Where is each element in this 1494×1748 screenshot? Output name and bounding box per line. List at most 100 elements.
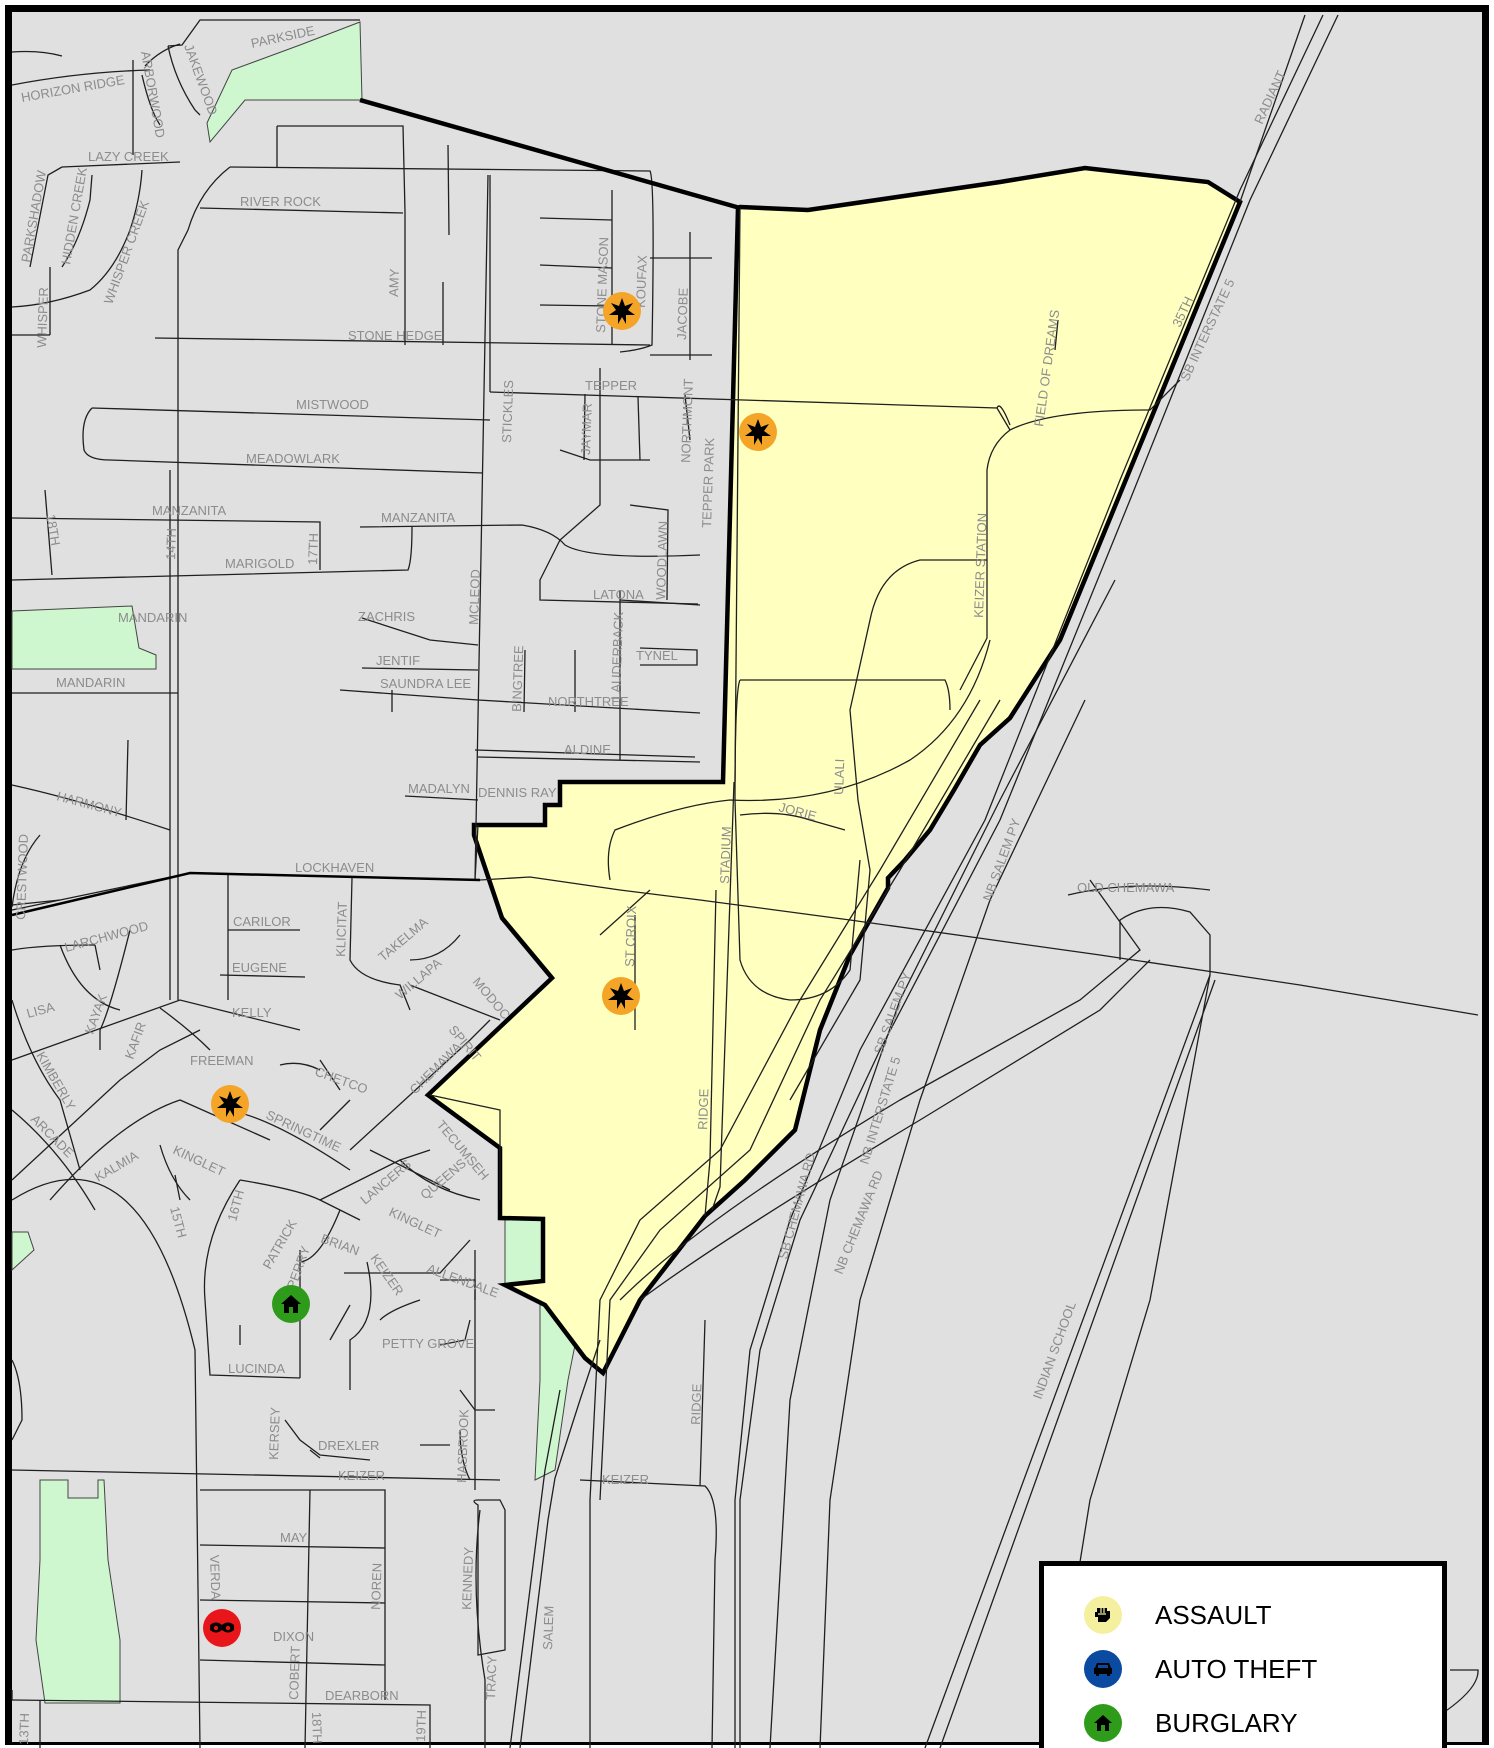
street-label: BINGTREE <box>509 645 526 712</box>
house-icon <box>1084 1704 1122 1742</box>
street-label: WHISPER <box>34 287 51 348</box>
street-label: DEARBORN <box>325 1688 399 1703</box>
street-label: KLICITAT <box>333 901 350 957</box>
legend-label: AUTO THEFT <box>1155 1653 1318 1684</box>
street-label: LISA <box>25 999 56 1021</box>
car-icon <box>1084 1650 1122 1688</box>
street-label: MARIGOLD <box>225 556 294 571</box>
street-label: SAUNDRA LEE <box>380 676 471 691</box>
street-label: LATONA <box>593 587 644 602</box>
street-label: JACOBE <box>674 287 691 340</box>
street-label: WOODLAWN <box>653 521 671 600</box>
incident-assault[interactable] <box>739 413 777 451</box>
street-label: KENNEDY <box>459 1546 476 1610</box>
street-label: LOCKHAVEN <box>295 860 374 875</box>
street-label: STONE HEDGE <box>348 328 443 343</box>
house-icon <box>281 1295 301 1313</box>
incident-robbery[interactable] <box>203 1609 241 1647</box>
street-label: PETTY GROVE <box>382 1336 475 1351</box>
street-label: TRACY <box>483 1655 500 1700</box>
map-legend: ASSAULT AUTO THEFT BURGLARY <box>1039 1561 1447 1748</box>
street-label: CARILOR <box>233 914 291 929</box>
burst-icon <box>217 1091 243 1117</box>
street-label: SALEM <box>540 1606 557 1651</box>
street-label: LUCINDA <box>228 1361 285 1376</box>
street-label: 13TH <box>16 1713 32 1745</box>
street-label: 17TH <box>305 533 321 565</box>
burst-icon <box>608 983 634 1009</box>
fist-icon <box>1084 1596 1122 1634</box>
street-label: 14TH <box>163 528 179 560</box>
street-label: MEADOWLARK <box>246 451 340 466</box>
street-label: DREXLER <box>318 1438 379 1453</box>
street-label: JENTIF <box>376 653 420 668</box>
street-label: 18TH <box>309 1712 325 1744</box>
street-label: ST CROIX <box>622 905 639 967</box>
street-label: STICKLES <box>499 379 516 443</box>
street-label: MAY <box>280 1530 308 1545</box>
street-label: RIDGE <box>695 1088 711 1130</box>
street-label: OLD CHEMAWA <box>1077 880 1175 895</box>
street-label: TYNEL <box>636 648 678 663</box>
district-boundary-north <box>359 97 741 211</box>
legend-label: BURGLARY <box>1155 1707 1298 1738</box>
street-label: EUGENE <box>232 960 287 975</box>
street-label: AMY <box>386 268 402 297</box>
street-label: KEIZER <box>602 1472 649 1487</box>
incident-assault[interactable] <box>602 977 640 1015</box>
street-label: FREEMAN <box>190 1053 254 1068</box>
park-parkside <box>206 21 363 144</box>
street-label: DIXON <box>273 1629 314 1644</box>
street-label: RIVER ROCK <box>240 194 321 209</box>
street-label: ULALI <box>831 758 847 795</box>
street-label: RIDGE <box>688 1383 704 1425</box>
street-label: HASBROOK <box>454 1409 472 1483</box>
street-label: COBERT <box>286 1646 303 1700</box>
street-label: MISTWOOD <box>296 397 369 412</box>
street-label: DENNIS RAY <box>478 785 557 800</box>
street-label: MANDARIN <box>118 610 187 625</box>
patrol-district <box>424 165 1243 1377</box>
street-label: KOUFAX <box>633 255 650 309</box>
legend-item-assault: ASSAULT <box>1084 1595 1272 1635</box>
park-lower-left <box>35 1479 121 1704</box>
street-label: NOREN <box>368 1563 385 1610</box>
street-label: KELLY <box>232 1005 272 1020</box>
street-label: MANZANITA <box>381 510 455 525</box>
street-label: 18TH <box>43 513 63 547</box>
burst-icon <box>609 298 635 324</box>
street-label: KEIZER STATION <box>971 513 990 618</box>
street-label: LAZY CREEK <box>88 149 169 164</box>
street-label: JAYMAR <box>578 403 595 455</box>
street-label: TEPPER <box>585 378 637 393</box>
street-label: ZACHRIS <box>358 609 415 624</box>
road-network <box>11 14 1479 1748</box>
street-label: MANZANITA <box>152 503 226 518</box>
street-label: CRESTWOOD <box>13 834 31 920</box>
incident-assault[interactable] <box>603 292 641 330</box>
street-label: KEIZER <box>338 1468 385 1483</box>
street-label: KERSEY <box>266 1407 283 1461</box>
street-label: MADALYN <box>408 781 470 796</box>
legend-item-burglary: BURGLARY <box>1084 1703 1298 1743</box>
street-label: LAUDERBACK <box>608 611 626 700</box>
legend-label: ASSAULT <box>1155 1599 1272 1630</box>
street-label: STADIUM <box>717 826 734 884</box>
street-label: NORTHTREE <box>548 694 629 709</box>
park-edge <box>11 1231 35 1272</box>
incident-assault[interactable] <box>211 1085 249 1123</box>
street-label: TEPPER PARK <box>699 437 717 528</box>
incident-markers <box>203 292 777 1647</box>
district-boundary-lockhaven <box>11 871 481 917</box>
incident-burglary[interactable] <box>272 1285 310 1323</box>
street-label: VERDA <box>207 1555 224 1601</box>
burst-icon <box>745 419 771 445</box>
street-label: MCLEOD <box>466 569 483 625</box>
street-label: MANDARIN <box>56 675 125 690</box>
street-label: 19TH <box>413 1710 429 1742</box>
street-label: NORTHMONT <box>678 378 696 463</box>
park-mandarin <box>11 605 157 670</box>
street-label: ALDINE <box>564 742 611 757</box>
legend-item-auto-theft: AUTO THEFT <box>1084 1649 1317 1689</box>
